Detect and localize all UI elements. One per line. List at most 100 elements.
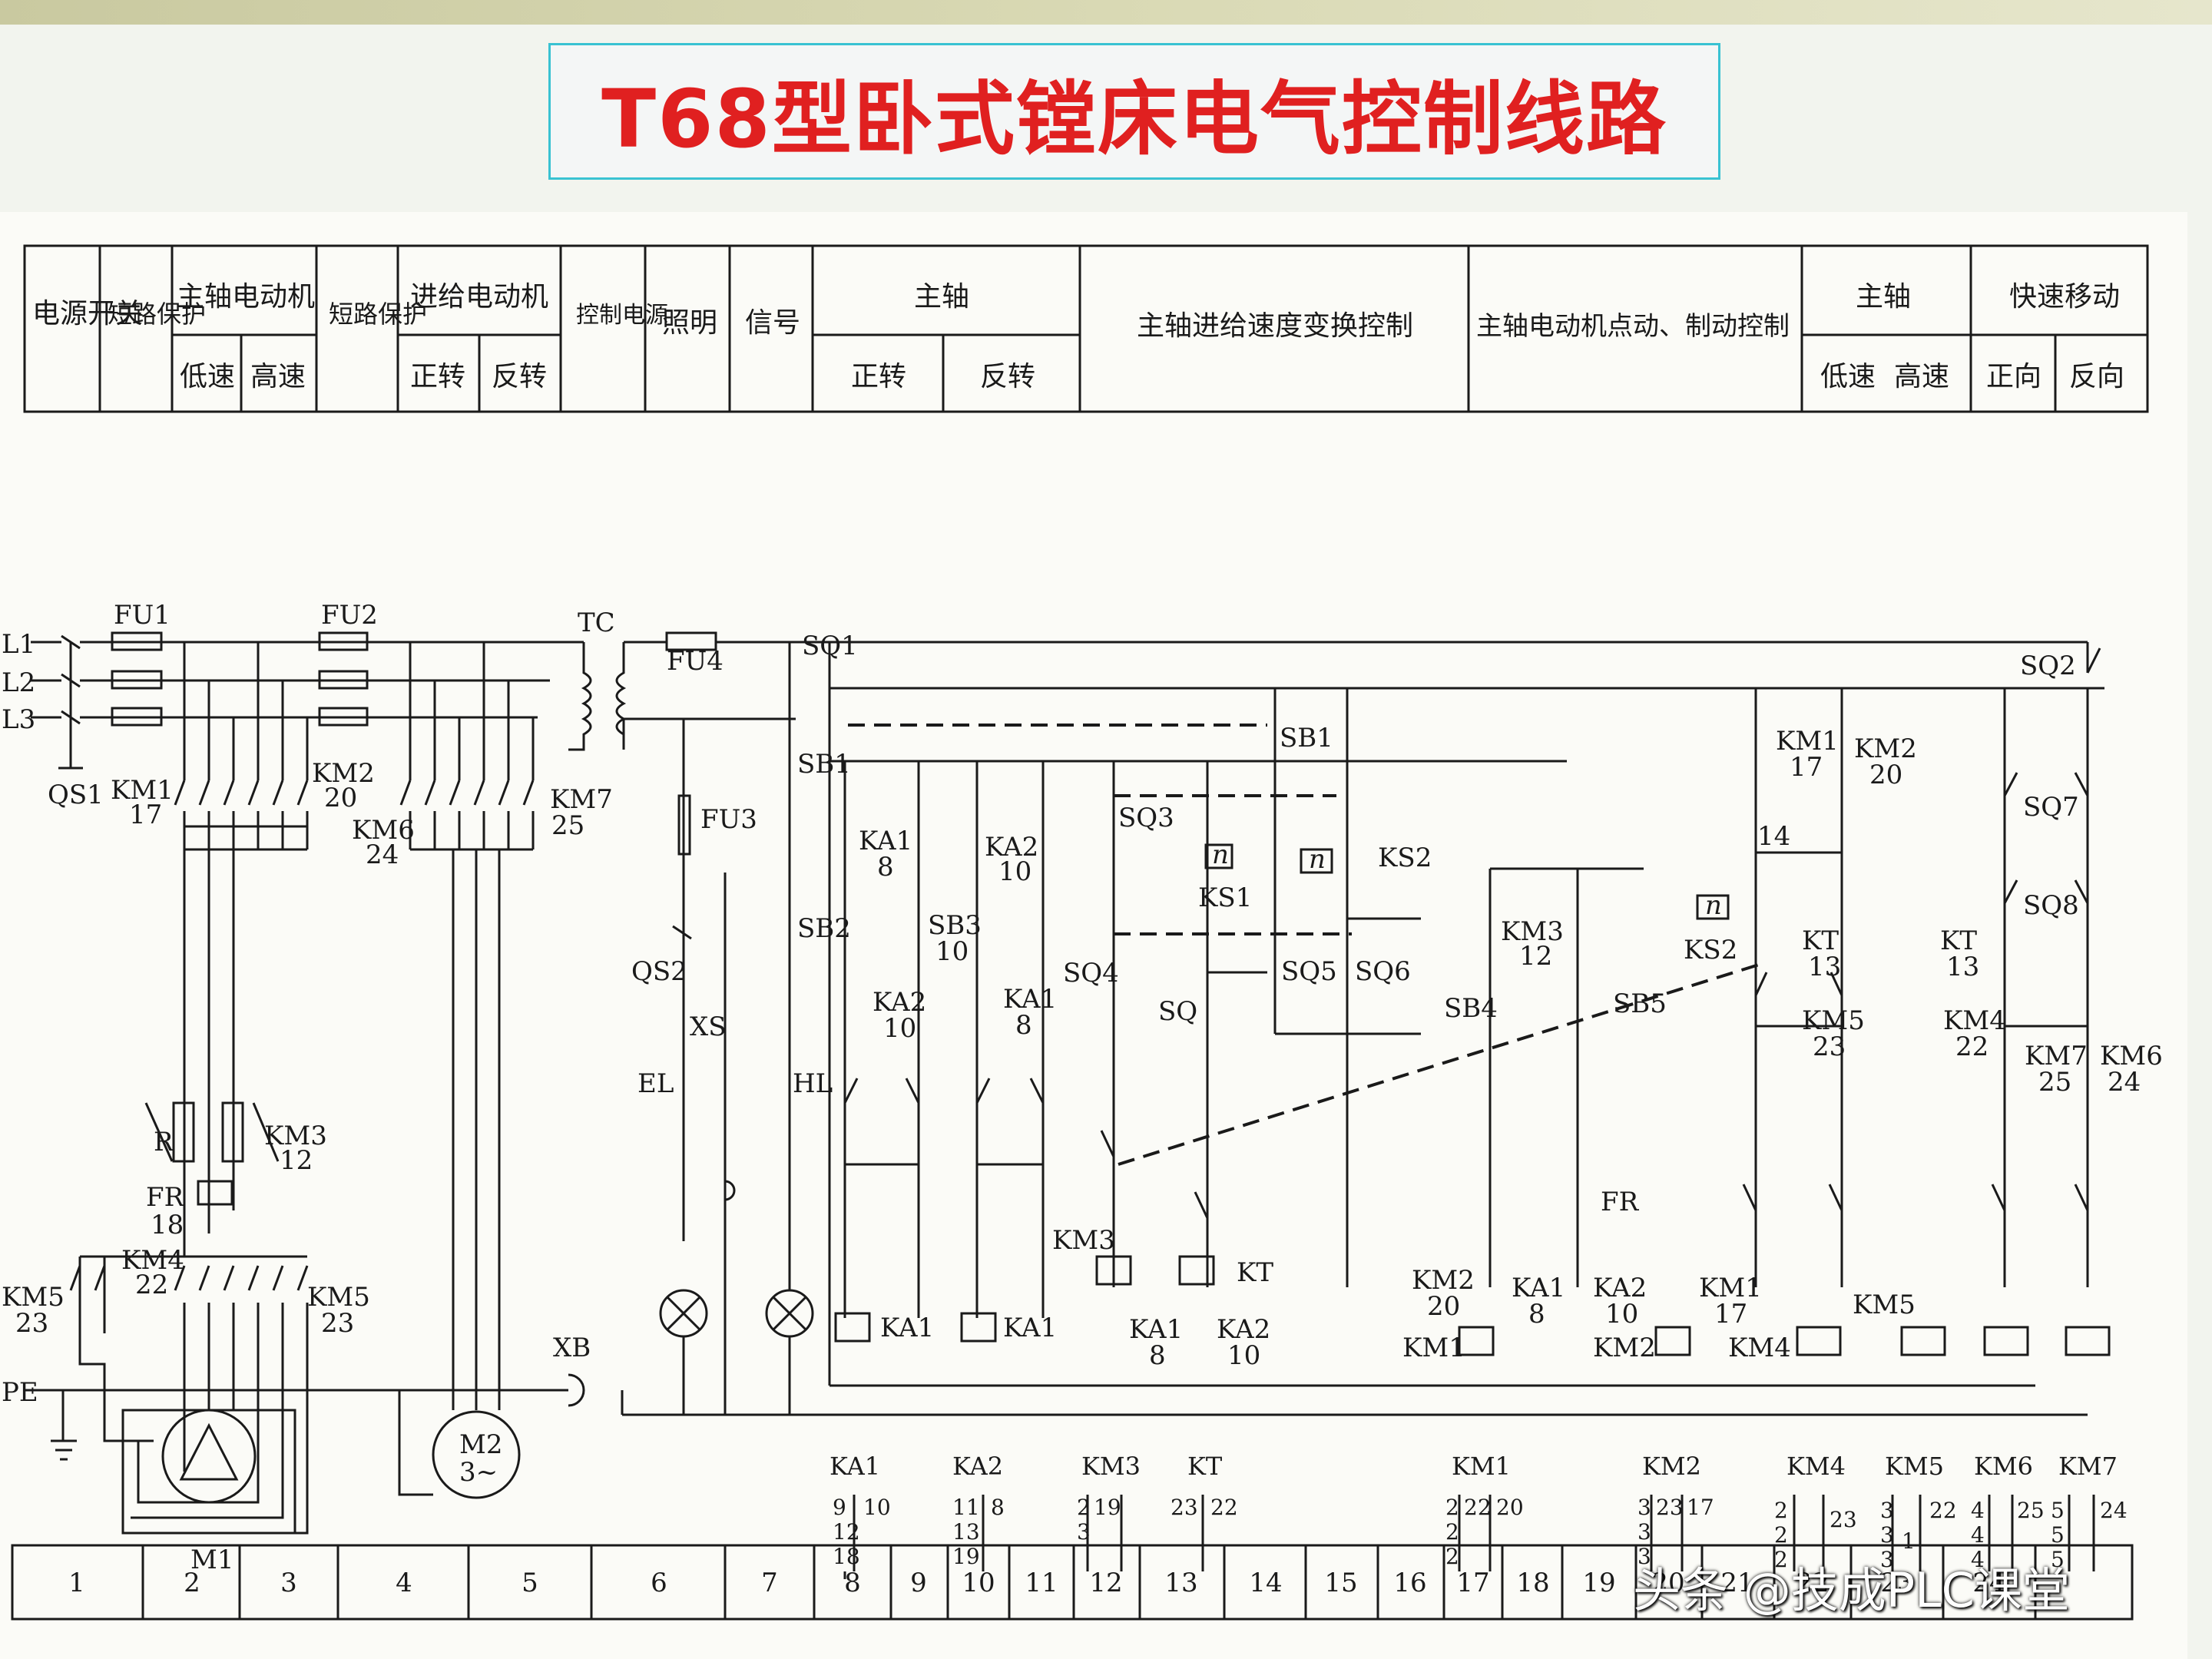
label-km3-b: KM3 [1501, 916, 1564, 947]
label-fu1: FU1 [114, 600, 171, 631]
label-qs2: QS2 [631, 956, 687, 987]
ref-kt-name: KT [1187, 1452, 1223, 1481]
label-el: EL [637, 1068, 674, 1099]
label-xb: XB [553, 1333, 591, 1363]
col-num-15: 15 [1324, 1568, 1357, 1598]
label-10-c: 10 [883, 1013, 916, 1044]
label-km4-b: KM4 [1943, 1005, 2006, 1036]
ref-km3-mid-0: 19 [1094, 1495, 1121, 1520]
label-km7-b: KM7 [2025, 1041, 2088, 1071]
ref-kt-right-0: 22 [1210, 1495, 1238, 1520]
label-km3: KM3 [264, 1121, 327, 1151]
header-forward-2: 正转 [851, 361, 906, 392]
ref-km6-right-0: 25 [2017, 1498, 2045, 1523]
coil-km4 [1796, 1326, 1842, 1356]
coil-km3 [1095, 1255, 1132, 1286]
header-low-speed-2: 低速 [1820, 361, 1876, 392]
label-km4-c: KM4 [1728, 1333, 1791, 1363]
ref-km1-left-0: 2 [1445, 1495, 1459, 1520]
label-10-f: 10 [1605, 1299, 1638, 1330]
label-ka2-f: KA2 [1593, 1273, 1647, 1303]
label-sb1: SB1 [797, 749, 851, 780]
ref-km6-left-0: 4 [1971, 1498, 1985, 1523]
ref-km4-name: KM4 [1786, 1452, 1846, 1481]
label-sq6: SQ6 [1355, 956, 1411, 987]
header-high-speed-2: 高速 [1894, 361, 1949, 392]
label-17-d: 17 [1714, 1299, 1747, 1330]
label-kt-coil: KT [1237, 1257, 1273, 1288]
label-ka1-coil-1: KA1 [880, 1313, 934, 1343]
label-17-b: 17 [1790, 752, 1823, 783]
label-km5-b: KM5 [307, 1282, 370, 1313]
ref-km6-left-1: 4 [1971, 1522, 1985, 1548]
ref-km5-left-2: 3 [1880, 1547, 1894, 1572]
label-22: 22 [135, 1270, 168, 1300]
col-num-8: 8 [844, 1568, 861, 1598]
label-20: 20 [324, 783, 357, 813]
coil-km6 [1983, 1326, 2029, 1356]
label-ka1-b: KA1 [1003, 984, 1057, 1015]
label-r: R [154, 1127, 174, 1157]
mechanical-linkages [848, 724, 1760, 1166]
label-n-2: n [1309, 844, 1326, 875]
label-kt-1: KT [1802, 926, 1839, 956]
label-km2-b: KM2 [1854, 733, 1917, 764]
label-ks2: KS2 [1378, 843, 1432, 873]
col-num-17: 17 [1456, 1568, 1489, 1598]
col-num-9: 9 [910, 1568, 927, 1598]
label-23-a: 23 [15, 1308, 48, 1339]
label-ka1-e: KA1 [1129, 1314, 1183, 1345]
label-tc: TC [578, 608, 615, 638]
coil-km1 [1458, 1326, 1495, 1356]
label-km2: KM2 [312, 758, 375, 789]
label-8-a: 8 [877, 852, 894, 882]
ref-km7-right-0: 24 [2100, 1498, 2128, 1523]
label-sb4: SB4 [1444, 993, 1498, 1024]
label-13-b: 13 [1946, 952, 1979, 982]
label-fu2: FU2 [321, 600, 378, 631]
label-10-e: 10 [1227, 1340, 1260, 1371]
coil-ka1-1 [834, 1312, 871, 1343]
ref-km4-left-1: 2 [1774, 1522, 1788, 1548]
header-feed-motor: 进给电动机 [410, 281, 548, 313]
col-num-18: 18 [1516, 1568, 1549, 1598]
ref-km2-left-2: 3 [1637, 1544, 1651, 1569]
col-num-13: 13 [1164, 1568, 1197, 1598]
header-table [23, 244, 2149, 413]
label-sq4: SQ4 [1063, 958, 1119, 988]
label-sq7: SQ7 [2023, 792, 2079, 823]
header-spindle-2: 主轴 [1856, 281, 1911, 313]
label-8-c: 8 [1149, 1340, 1166, 1371]
label-12: 12 [280, 1145, 313, 1176]
col-num-11: 11 [1025, 1568, 1058, 1598]
ref-km2-mid-0: 23 [1656, 1495, 1684, 1520]
col-num-7: 7 [761, 1568, 778, 1598]
col-num-1: 1 [68, 1568, 85, 1598]
label-8-d: 8 [1528, 1299, 1545, 1330]
ref-ka1-left-1: 12 [833, 1519, 860, 1545]
label-l1: L1 [2, 629, 35, 660]
ref-km2-left-0: 3 [1637, 1495, 1651, 1520]
label-xs: XS [690, 1012, 727, 1042]
label-ka2-e: KA2 [1217, 1314, 1270, 1345]
circuit-diagram: 电源开关 短路保护 主轴电动机 短路保护 进给电动机 控制电源 照明 信号 主轴… [2, 244, 2163, 1621]
col-num-16: 16 [1393, 1568, 1426, 1598]
ref-km1-name: KM1 [1452, 1452, 1511, 1481]
ref-km5-left-1: 3 [1880, 1522, 1894, 1548]
ref-km1-right-0: 20 [1496, 1495, 1524, 1520]
label-25: 25 [551, 810, 584, 841]
main-circuit [23, 631, 2111, 1579]
col-num-21: 21 [1720, 1568, 1753, 1598]
label-km5-d: KM5 [1853, 1290, 1916, 1320]
header-reverse-3: 反向 [2069, 361, 2124, 392]
label-10-a: 10 [998, 856, 1031, 887]
header-power-switch: 电源开关 [32, 298, 143, 329]
header-forward-1: 正转 [410, 361, 465, 392]
label-l3: L3 [2, 704, 35, 735]
header-speed-change: 主轴进给速度变换控制 [1137, 310, 1413, 342]
label-n-3: n [1705, 890, 1722, 921]
label-qs1: QS1 [48, 780, 104, 810]
ref-table-lines [853, 1495, 2095, 1571]
label-8-b: 8 [1015, 1010, 1032, 1041]
ref-ka2-right-0: 8 [991, 1495, 1005, 1520]
